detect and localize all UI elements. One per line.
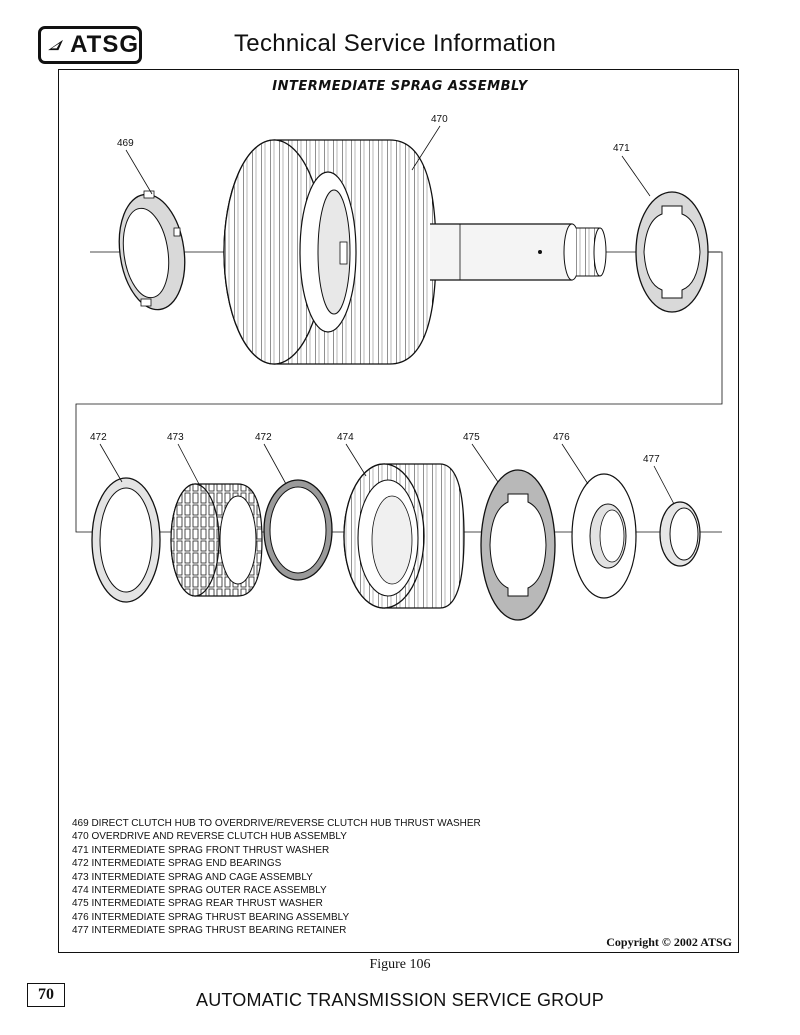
part-473-sprag-cage: [170, 483, 263, 597]
callout-475: 475: [463, 432, 480, 443]
callout-474: 474: [337, 432, 354, 443]
callout-472-right: 472: [255, 432, 272, 443]
legend-item: 475 INTERMEDIATE SPRAG REAR THRUST WASHE…: [72, 898, 323, 910]
legend-item: 472 INTERMEDIATE SPRAG END BEARINGS: [72, 858, 282, 870]
callout-477: 477: [643, 454, 660, 465]
part-472-end-bearing-right: [263, 479, 333, 581]
legend-item: 477 INTERMEDIATE SPRAG THRUST BEARING RE…: [72, 925, 347, 937]
page-number: 70: [27, 983, 65, 1007]
legend-item: 471 INTERMEDIATE SPRAG FRONT THRUST WASH…: [72, 844, 330, 856]
diagram-title: INTERMEDIATE SPRAG ASSEMBLY: [272, 79, 528, 94]
callout-476: 476: [553, 432, 570, 443]
part-472-end-bearing-left: [91, 477, 161, 603]
figure-caption: Figure 106: [369, 957, 431, 972]
callout-469: 469: [117, 138, 134, 149]
logo-text: ATSG: [70, 31, 139, 58]
callout-470: 470: [431, 114, 448, 125]
legend-item: 469 DIRECT CLUTCH HUB TO OVERDRIVE/REVER…: [72, 818, 481, 829]
part-477-retainer: [659, 501, 701, 567]
page-title: Technical Service Information: [234, 30, 557, 57]
copyright-notice: Copyright © 2002 ATSG: [606, 935, 732, 949]
part-475-rear-thrust-washer: [480, 469, 556, 621]
atsg-logo-icon: [48, 39, 63, 51]
part-471-front-thrust-washer: [635, 191, 709, 313]
legend-item: 473 INTERMEDIATE SPRAG AND CAGE ASSEMBLY: [72, 871, 313, 883]
part-474-outer-race: [343, 463, 465, 609]
callout-471: 471: [613, 143, 630, 154]
part-469-thrust-washer: [118, 190, 186, 311]
parts-legend: 469 DIRECT CLUTCH HUB TO OVERDRIVE/REVER…: [72, 817, 481, 938]
leader-lines: [99, 125, 675, 505]
diagram-frame: [58, 69, 739, 953]
legend-item: 476 INTERMEDIATE SPRAG THRUST BEARING AS…: [72, 911, 350, 923]
atsg-logo: ATSG: [38, 26, 142, 64]
callout-473: 473: [167, 432, 184, 443]
footer-text: AUTOMATIC TRANSMISSION SERVICE GROUP: [196, 990, 604, 1010]
part-470-clutch-hub-assembly: [223, 139, 607, 365]
callout-472-left: 472: [90, 432, 107, 443]
legend-item: 474 INTERMEDIATE SPRAG OUTER RACE ASSEMB…: [72, 885, 327, 897]
assembly-path-line: [75, 251, 723, 533]
part-476-thrust-bearing: [571, 473, 637, 599]
legend-item: 470 OVERDRIVE AND REVERSE CLUTCH HUB ASS…: [72, 831, 347, 843]
